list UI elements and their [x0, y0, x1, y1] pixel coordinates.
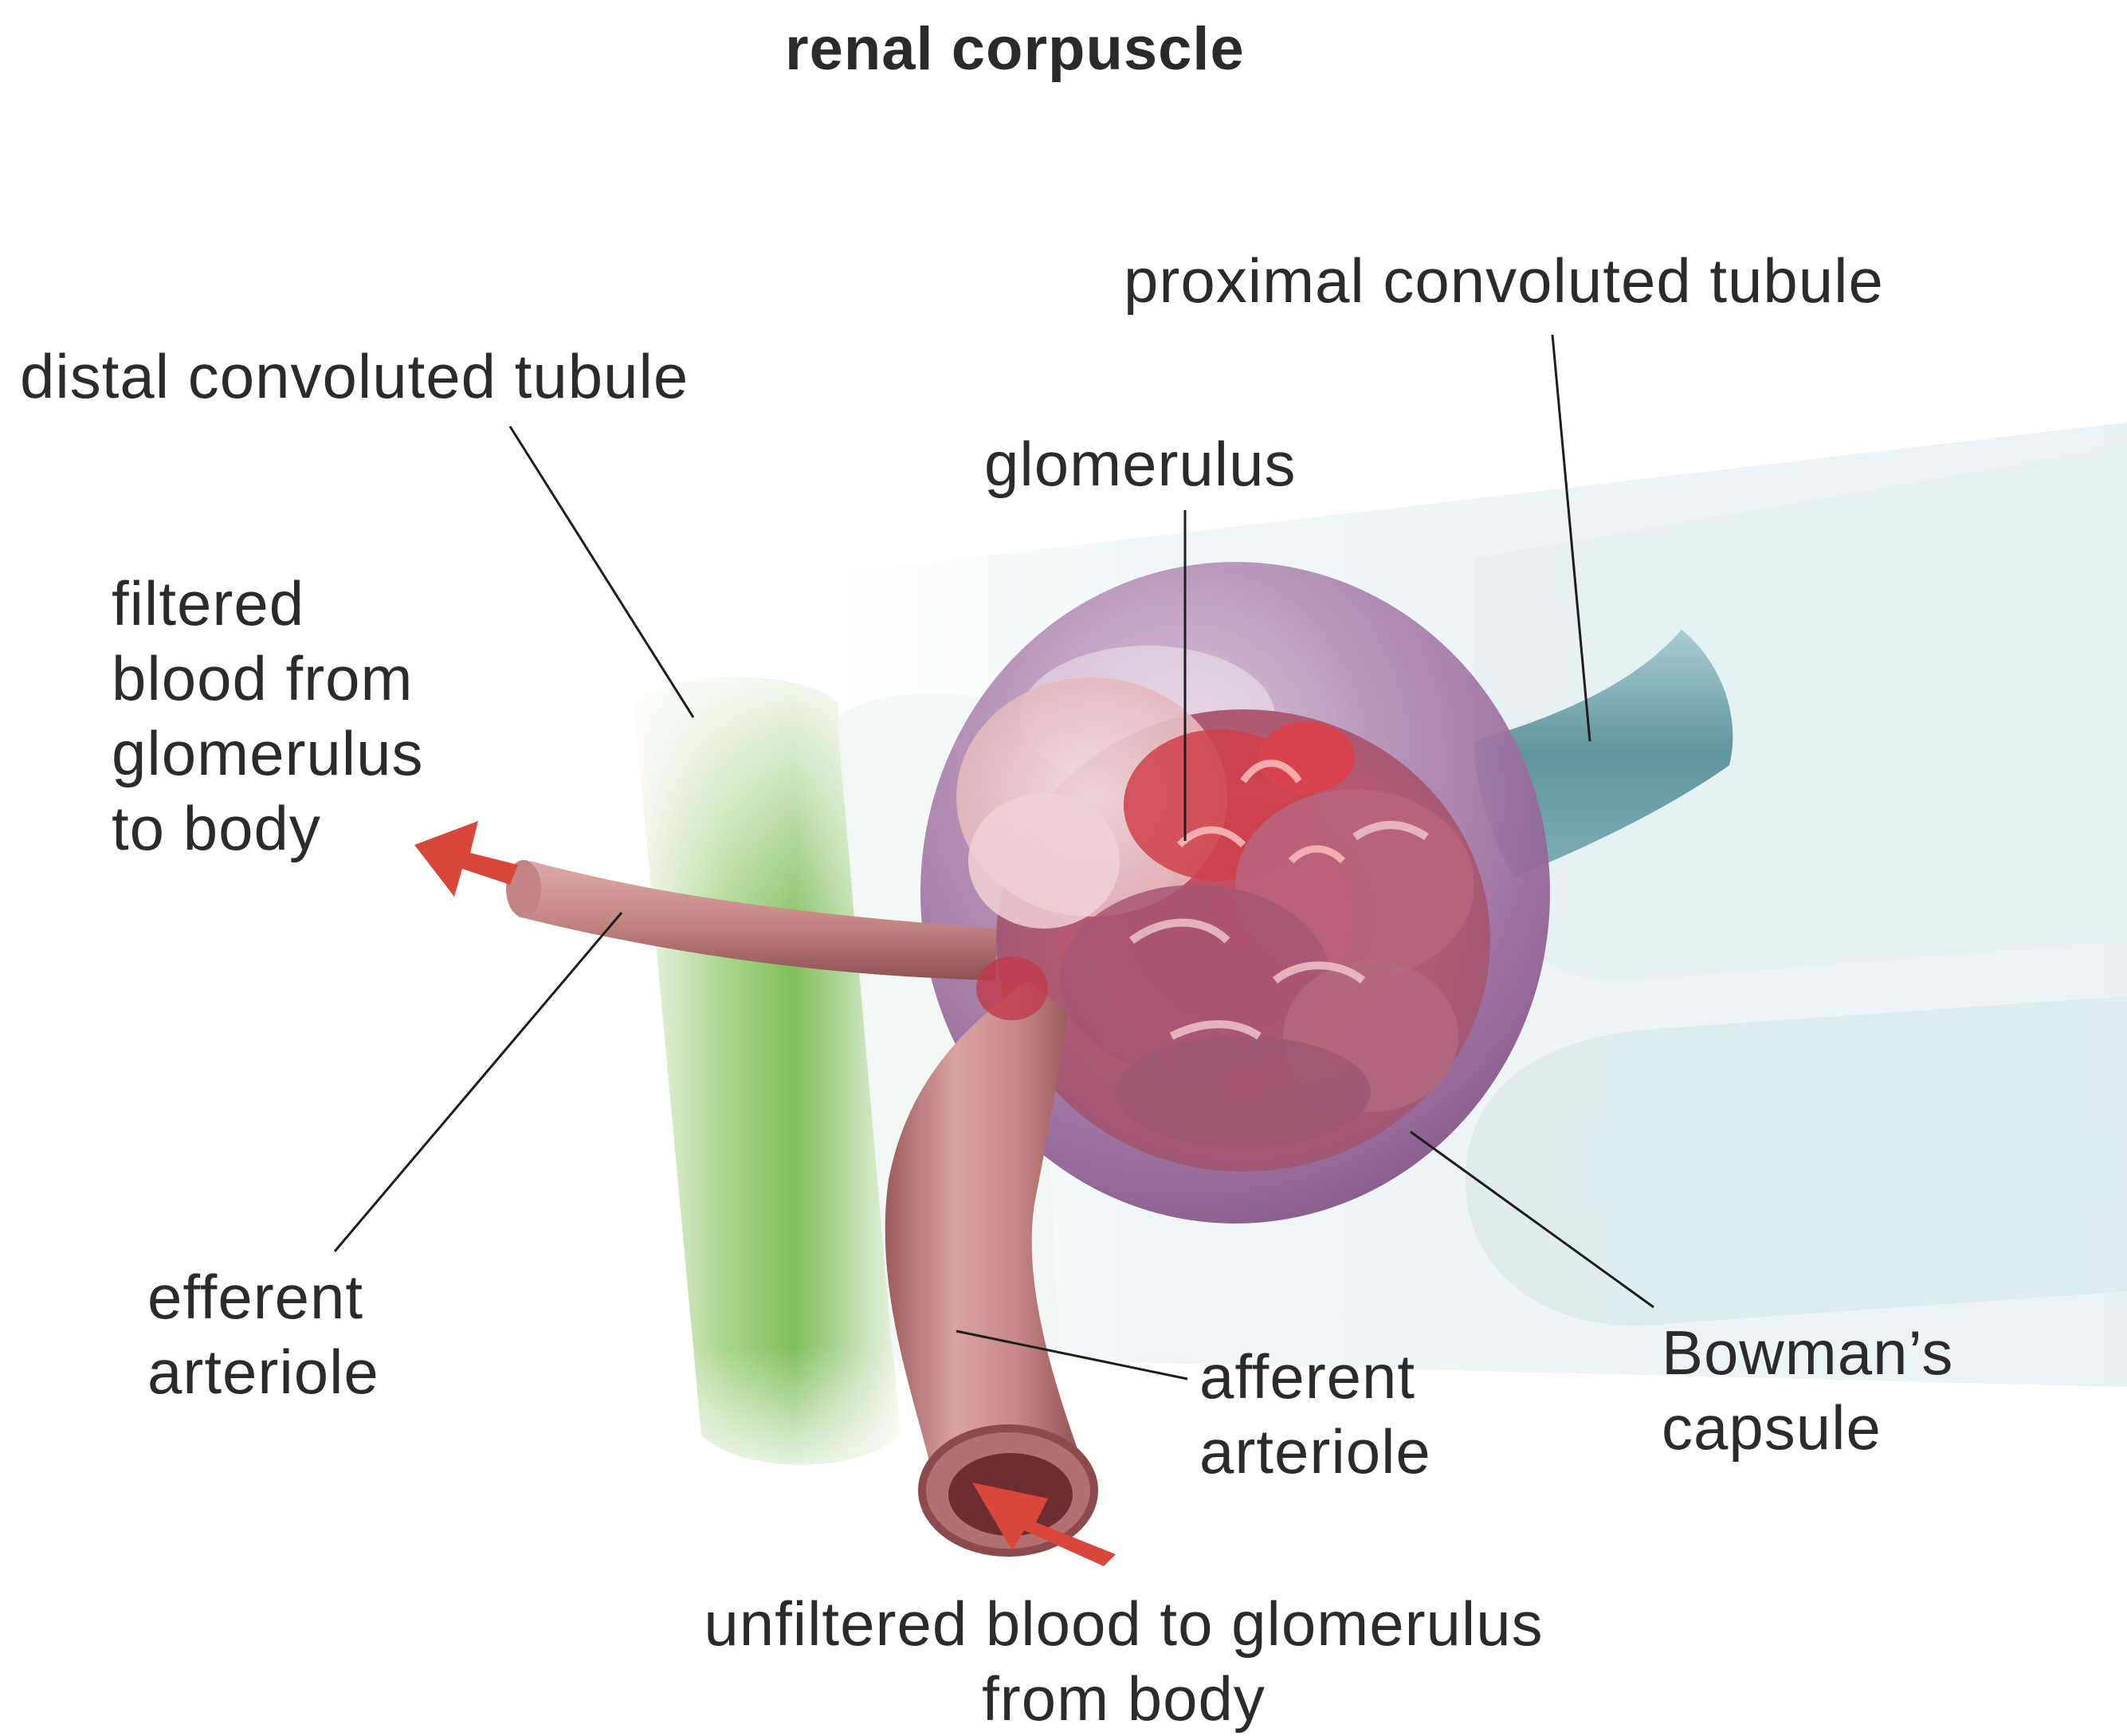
label-unfiltered-blood: unfiltered blood to glomerulus from body — [622, 1586, 1626, 1736]
label-proximal-convoluted-tubule: proximal convoluted tubule — [1124, 243, 1884, 318]
label-afferent-arteriole: afferent arteriole — [1199, 1339, 1431, 1489]
label-glomerulus: glomerulus — [984, 426, 1297, 501]
label-distal-convoluted-tubule: distal convoluted tubule — [20, 339, 689, 414]
label-bowmans-capsule: Bowman’s capsule — [1662, 1315, 1953, 1465]
leader-distal — [510, 426, 693, 717]
label-efferent-arteriole: efferent arteriole — [147, 1259, 379, 1409]
label-filtered-blood: filtered blood from glomerulus to body — [112, 566, 424, 866]
diagram-title: renal corpuscle — [785, 12, 1245, 87]
leader-efferent — [335, 913, 622, 1251]
efferent-flow-arrow — [414, 821, 518, 897]
arteriole-junction — [976, 956, 1048, 1020]
